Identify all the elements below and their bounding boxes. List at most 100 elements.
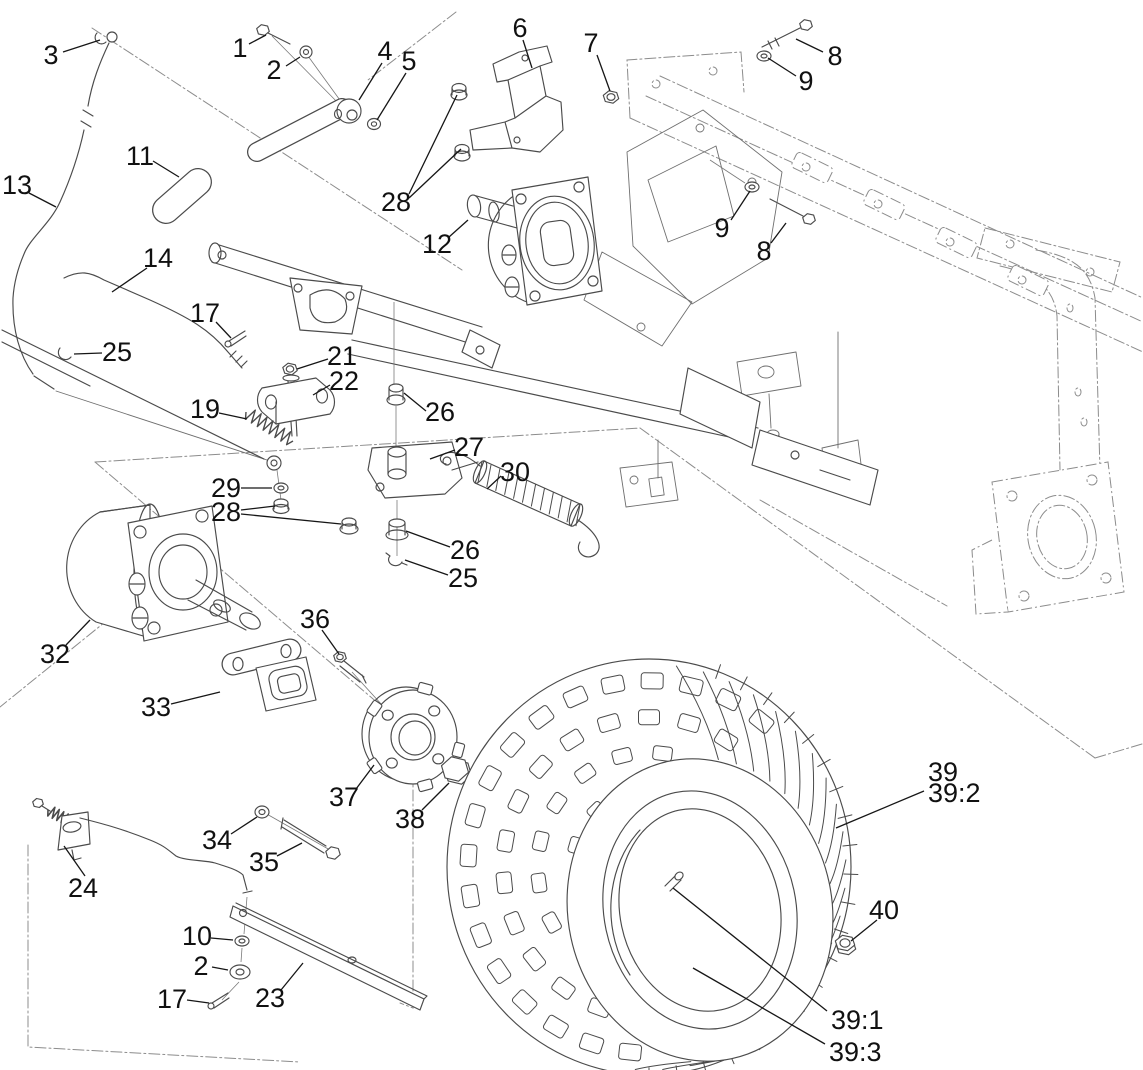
callout-label-39-1: 39:1 [831,1005,884,1035]
callout-leader-32 [65,619,91,646]
callout-leader-36 [321,629,340,655]
callout-label-1: 1 [232,33,247,63]
callout-leader-5 [376,72,407,121]
callout-label-12: 12 [422,229,452,259]
callout-label-39-2: 39:2 [928,778,981,808]
callout-label-11: 11 [126,141,154,171]
callout-label-37: 37 [329,782,359,812]
callout-label-39-3: 39:3 [829,1037,882,1067]
callout-leader-13 [28,192,57,208]
callout-label-9: 9 [714,213,729,243]
callout-label-8: 8 [827,41,842,71]
callout-leader-28 [240,513,342,525]
callout-leader-39:2 [835,790,925,829]
callout-leader-8 [770,222,787,244]
cable-13-drawing [12,31,271,462]
callout-label-23: 23 [255,983,285,1013]
callout-label-24: 24 [68,873,98,903]
callout-leader-21 [296,358,329,370]
callout-label-36: 36 [300,604,330,634]
callout-leader-24 [63,845,86,877]
callout-label-27: 27 [454,432,484,462]
callout-leader-23 [280,962,304,991]
callout-leader-4 [358,62,383,101]
callout-leader-10 [210,937,234,941]
callout-leader-27 [429,449,456,460]
callout-leader-17 [215,321,232,339]
callout-label-7: 7 [583,28,598,58]
hydraulic-motor-12-drawing [466,176,603,306]
callout-leader-39:1 [672,887,828,1012]
callout-leader-30 [486,475,502,490]
callout-label-21: 21 [327,341,357,371]
callout-label-17: 17 [157,984,187,1014]
section-boundary-lines [0,11,1143,1063]
callout-leader-7 [596,54,611,92]
callout-label-5: 5 [401,46,416,76]
callout-label-2: 2 [266,55,281,85]
coupler-33-drawing [221,638,317,712]
callout-label-28: 28 [211,497,241,527]
callout-label-10: 10 [182,921,212,951]
callout-leader-8 [795,38,824,53]
callout-leader-17 [186,999,210,1004]
frame-phantom-drawing [626,51,1143,615]
callout-label-17: 17 [190,298,220,328]
callout-label-34: 34 [202,825,232,855]
callout-leader-40 [850,919,878,942]
callout-leader-39:3 [692,967,826,1045]
callout-leader-26 [405,530,451,548]
wheel-motor-32-drawing [66,503,261,642]
callout-leader-34 [230,816,258,835]
linkage-hardware-drawing [57,330,336,446]
callout-label-28: 28 [381,187,411,217]
callout-label-22: 22 [329,366,359,396]
callout-leader-33 [170,691,221,705]
lug-nut-40-drawing [834,934,857,956]
callout-label-25: 25 [448,563,478,593]
callout-label-4: 4 [377,36,392,66]
rod-24-drawing [32,797,253,894]
callout-label-32: 32 [40,639,70,669]
callout-label-25: 25 [102,337,132,367]
hub-37-drawing [254,651,473,860]
callout-leader-35 [276,842,303,857]
brake-bar-23-drawing [207,896,428,1011]
callout-label-30: 30 [500,457,530,487]
callout-label-2: 2 [193,951,208,981]
callout-leader-26 [403,392,427,412]
mount-bolts-8-9-drawing [709,19,816,225]
callout-leader-28 [240,505,276,511]
callout-label-26: 26 [425,397,455,427]
callout-leader-2 [211,966,229,971]
callout-leader-6 [522,39,533,69]
callout-label-13: 13 [2,170,32,200]
callout-leader-19 [218,412,248,420]
crossbar-drawing [208,242,501,369]
callout-leader-22 [312,384,331,396]
callout-leader-12 [448,219,469,238]
callout-label-9: 9 [798,66,813,96]
callout-leader-28 [408,148,462,199]
callout-label-3: 3 [43,40,58,70]
callout-leader-37 [355,764,375,790]
callout-leader-25 [404,559,449,576]
callout-leader-28 [408,94,458,195]
callout-label-33: 33 [141,692,171,722]
bracket-6-drawing [450,45,620,162]
callout-label-26: 26 [450,535,480,565]
callout-leader-9 [730,190,751,221]
callout-label-38: 38 [395,804,425,834]
callout-leader-9 [767,57,797,77]
pivot-plate-27-drawing [272,302,479,567]
spring-30-drawing [439,451,600,558]
callout-leader-2 [285,56,301,67]
callout-leader-1 [248,34,267,45]
callout-label-40: 40 [869,895,899,925]
callout-leader-38 [421,782,450,811]
callout-leader-11 [152,160,180,178]
callout-label-6: 6 [512,13,527,43]
callout-label-39: 39 [928,757,958,787]
